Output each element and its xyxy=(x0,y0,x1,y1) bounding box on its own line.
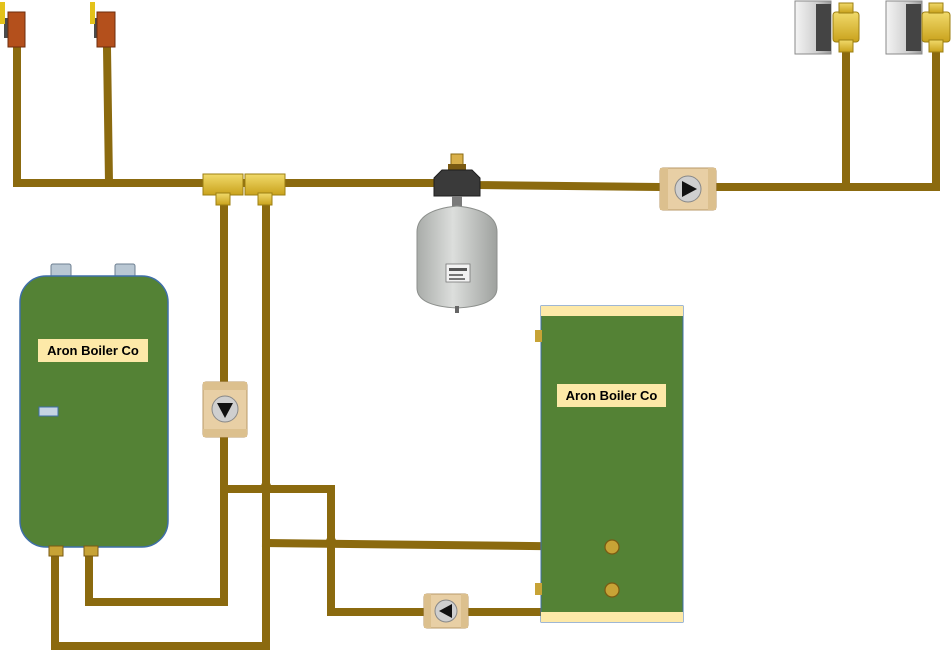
left-drop-2 xyxy=(102,43,114,188)
pipe-junction xyxy=(326,536,336,546)
ball-valve-icon[interactable] xyxy=(90,2,116,48)
ball-valve-icon[interactable] xyxy=(0,2,26,48)
zone-valve-icon[interactable] xyxy=(885,0,951,55)
circulator-pump-icon[interactable] xyxy=(202,381,248,438)
air-separator-icon xyxy=(433,153,481,210)
tank-return-port xyxy=(604,539,620,555)
expansion-tank-icon xyxy=(416,205,498,313)
circulator-pump-icon[interactable] xyxy=(423,593,469,629)
pipe-junction xyxy=(261,481,271,491)
primary-supply-pipe xyxy=(51,196,270,650)
zone-valve-icon[interactable] xyxy=(794,0,860,55)
boiler-label: Aron Boiler Co xyxy=(38,339,148,362)
tee-fitting-icon xyxy=(202,173,286,206)
tank-label: Aron Boiler Co xyxy=(557,384,666,407)
boiler xyxy=(19,263,169,557)
tank-supply-port xyxy=(604,582,620,598)
indirect-water-tank xyxy=(535,305,684,623)
circulator-pump-icon[interactable] xyxy=(659,167,717,211)
